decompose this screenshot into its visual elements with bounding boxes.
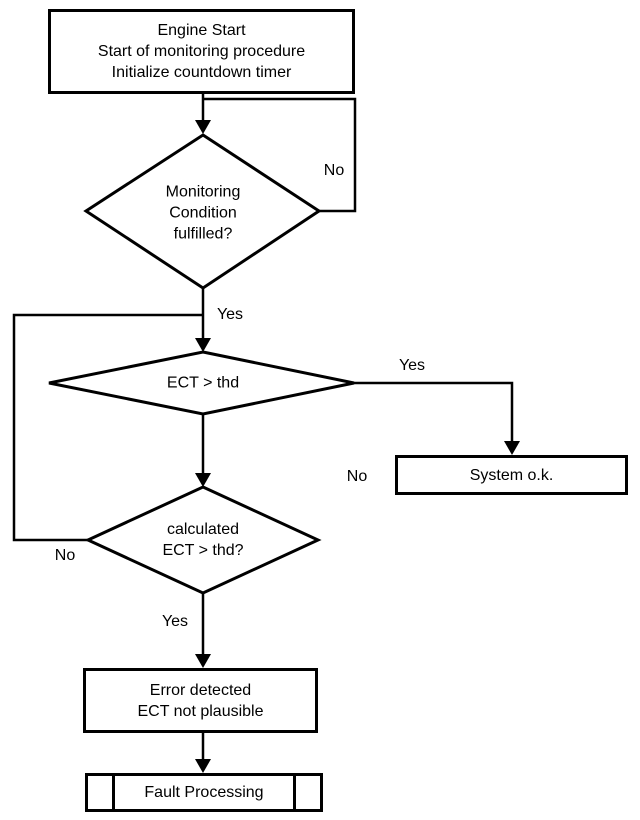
edge-label-ect-no: No — [346, 468, 368, 485]
edge-monitoring-no-loop — [204, 97, 357, 213]
system-ok-node: System o.k. — [395, 455, 628, 495]
start-node: Engine Start Start of monitoring procedu… — [48, 9, 355, 94]
edge-label-calculated-no: No — [54, 547, 76, 564]
calculated-decision-shape — [84, 485, 322, 595]
arrowhead-into-error — [195, 654, 211, 668]
start-node-label: Engine Start Start of monitoring procedu… — [97, 22, 306, 81]
predefined-process-left-bar — [112, 776, 115, 809]
edge-label-monitoring-yes: Yes — [216, 306, 244, 323]
edge-label-calculated-yes: Yes — [161, 613, 189, 630]
arrowhead-into-ect — [195, 338, 211, 352]
monitoring-decision-shape — [83, 133, 322, 290]
fault-node: Fault Processing — [85, 773, 323, 812]
arrowhead-into-system-ok — [504, 441, 520, 455]
edge-label-monitoring-no: No — [323, 162, 345, 179]
arrowhead-into-monitoring — [195, 120, 211, 134]
arrowhead-into-fault — [195, 759, 211, 773]
calculated-decision-label: calculated ECT > thd? — [162, 521, 244, 559]
fault-node-label: Fault Processing — [144, 784, 264, 801]
system-ok-node-label: System o.k. — [469, 466, 554, 484]
error-node-label: Error detected ECT not plausible — [137, 681, 264, 720]
ect-decision-label: ECT > thd — [166, 374, 240, 392]
error-node: Error detected ECT not plausible — [83, 668, 318, 733]
monitoring-decision-label: Monitoring Condition fulfilled? — [165, 183, 241, 243]
arrowhead-into-calculated — [195, 473, 211, 487]
edge-calculated-no-loop — [12, 313, 203, 542]
edge-ect-yes — [354, 381, 514, 445]
edge-label-ect-yes: Yes — [398, 357, 426, 374]
ect-decision-shape — [48, 350, 355, 416]
predefined-process-right-bar — [293, 776, 296, 809]
